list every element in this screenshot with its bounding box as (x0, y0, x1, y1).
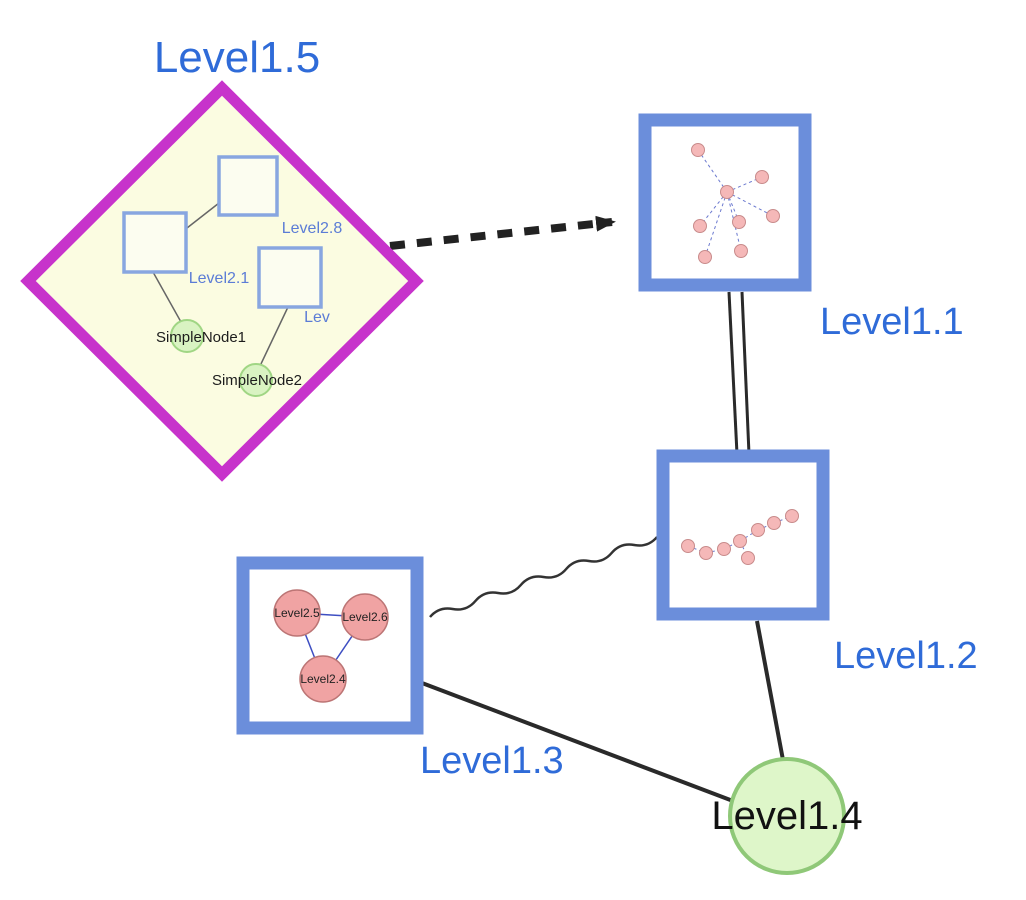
edge-lev-to-simplenode2[interactable] (259, 306, 289, 367)
mini-node[interactable] (699, 546, 713, 560)
label-level1-2: Level1.2 (834, 635, 978, 677)
edge-level11-to-level12[interactable] (727, 291, 751, 455)
edge-level15-to-level11[interactable] (389, 215, 616, 250)
mini-edge (697, 149, 728, 193)
mini-node[interactable] (720, 185, 734, 199)
node-simplenode2[interactable] (239, 363, 273, 397)
node-level2-1[interactable] (122, 211, 188, 274)
group-box-level1-1[interactable] (638, 113, 812, 292)
circle-shape-level1-4[interactable] (728, 757, 846, 875)
node-level1-3[interactable]: Level2.5 Level2.6 Level2.4 (236, 556, 424, 735)
edge-double-line-1[interactable] (727, 291, 739, 455)
label-level2-x: Lev (304, 309, 330, 326)
mini-node[interactable] (755, 170, 769, 184)
label-level1-1: Level1.1 (820, 301, 964, 343)
mini-node[interactable] (766, 209, 780, 223)
mini-node[interactable] (785, 509, 799, 523)
edge-level21-to-simplenode1[interactable] (152, 271, 182, 323)
mini-node[interactable] (681, 539, 695, 553)
mini-node[interactable] (751, 523, 765, 537)
mini-node[interactable] (698, 250, 712, 264)
mini-node[interactable] (732, 215, 746, 229)
edge-double-line-2[interactable] (740, 291, 751, 455)
label-level2-8: Level2.8 (282, 220, 343, 237)
node-simplenode1[interactable] (170, 319, 204, 353)
node-level1-5[interactable]: Level2.8 Level2.1 Lev SimpleNode1 Simple… (20, 80, 424, 482)
mini-node[interactable] (734, 244, 748, 258)
node-level1-2[interactable] (656, 449, 830, 621)
label-level1-4: Level1.4 (711, 794, 862, 838)
edge-level28-to-level21[interactable] (186, 202, 220, 229)
mini-edge (699, 191, 728, 227)
mini-edge (726, 191, 774, 217)
node-level1-4[interactable]: Level1.4 (711, 757, 863, 875)
edge-level13-to-level12[interactable] (429, 536, 658, 618)
edge-layer (389, 215, 785, 803)
diamond-shape-level1-5[interactable] (20, 80, 424, 482)
mini-node[interactable] (717, 542, 731, 556)
node-level2-x[interactable] (257, 246, 323, 309)
mini-node[interactable] (733, 534, 747, 548)
mini-node[interactable] (767, 516, 781, 530)
label-simplenode2: SimpleNode2 (212, 372, 302, 389)
node-level2-8[interactable] (217, 155, 279, 217)
node-level1-1[interactable] (638, 113, 812, 292)
node-level2-6[interactable] (341, 593, 389, 641)
node-level2-5[interactable] (273, 589, 321, 637)
node-level2-4[interactable] (299, 655, 347, 703)
label-simplenode1: SimpleNode1 (156, 329, 246, 346)
mini-node[interactable] (691, 143, 705, 157)
edge-level13-to-level14[interactable] (421, 681, 734, 803)
minigraph-level1-2 (681, 509, 799, 565)
mini-node[interactable] (693, 219, 707, 233)
label-level2-6: Level2.6 (342, 610, 388, 624)
label-level1-3: Level1.3 (420, 740, 564, 782)
group-box-level1-3[interactable] (236, 556, 424, 735)
minigraph-level1-1 (691, 143, 780, 264)
mini-node[interactable] (741, 551, 755, 565)
edge-level12-to-level14[interactable] (755, 620, 785, 761)
label-level2-4: Level2.4 (300, 672, 346, 686)
label-level2-1: Level2.1 (189, 270, 250, 287)
label-level1-5: Level1.5 (154, 33, 320, 82)
label-level2-5: Level2.5 (274, 606, 320, 620)
